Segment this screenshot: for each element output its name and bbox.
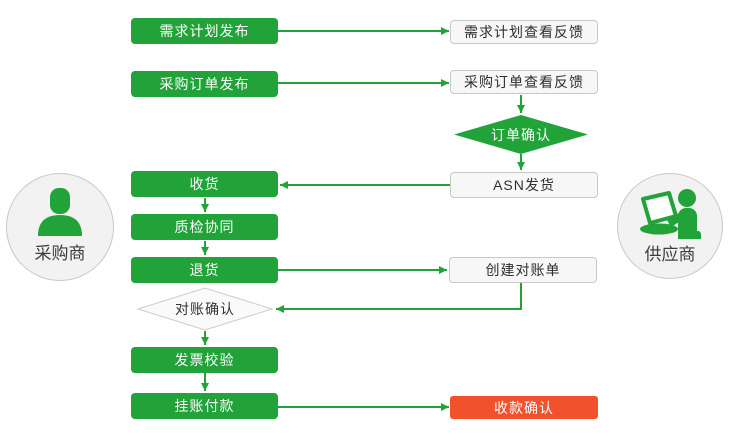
node-create-statement: 创建对账单 (449, 257, 597, 283)
node-receipt-confirm: 收款确认 (450, 396, 598, 419)
node-quality-collaboration: 质检协同 (131, 214, 278, 240)
node-return-goods: 退货 (131, 257, 278, 283)
node-po-publish: 采购订单发布 (131, 71, 278, 97)
order-confirm-diamond (454, 115, 588, 154)
buyer-label: 采购商 (34, 244, 86, 263)
connector-statement-to-recon-confirm (276, 283, 522, 313)
recon-confirm-diamond (136, 287, 274, 331)
supplier-actor: 供应商 (617, 173, 723, 279)
node-demand-plan-feedback: 需求计划查看反馈 (450, 20, 598, 44)
node-order-confirm-label: 订单确认 (491, 126, 551, 143)
node-demand-plan-publish: 需求计划发布 (131, 18, 278, 44)
node-book-payment: 挂账付款 (131, 393, 278, 419)
buyer-person-icon (37, 187, 83, 238)
node-receive-goods: 收货 (131, 171, 278, 197)
supplier-label: 供应商 (644, 245, 696, 264)
node-po-feedback: 采购订单查看反馈 (450, 70, 598, 94)
node-invoice-check: 发票校验 (131, 347, 278, 373)
node-recon-confirm-label: 对账确认 (175, 301, 235, 317)
node-asn-ship: ASN发货 (450, 172, 598, 198)
supplier-person-laptop-icon (638, 189, 702, 239)
buyer-actor: 采购商 (6, 173, 114, 281)
